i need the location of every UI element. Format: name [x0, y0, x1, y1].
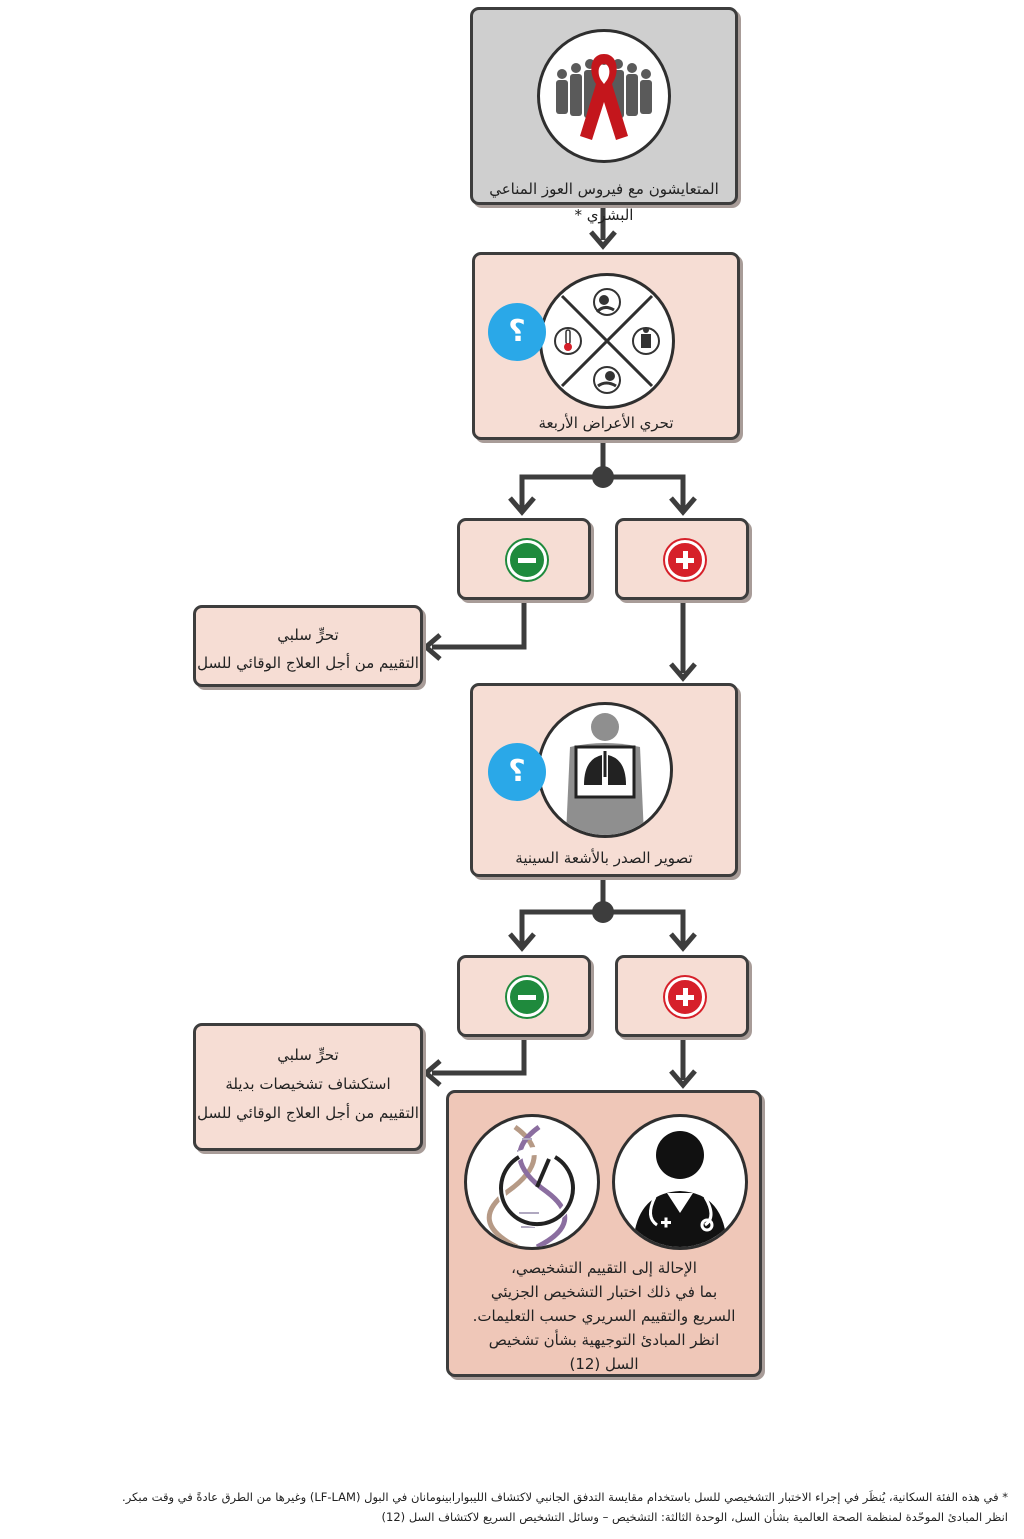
arrowhead	[669, 496, 697, 516]
negative-2-line1: تحرٍّ سلبي	[277, 1046, 339, 1064]
negative-2-line2: استكشاف تشخيصات بديلة	[225, 1075, 391, 1093]
arrowhead	[422, 633, 442, 661]
hiv-population-box: المتعايشون مع فيروس العوز المناعي البشري…	[470, 7, 738, 224]
arrowhead	[508, 932, 536, 952]
negative-result-box-1	[457, 518, 591, 600]
referral-line1: الإحالة إلى التقييم التشخيصي،	[511, 1259, 697, 1277]
arrowhead	[669, 662, 697, 682]
arrowhead	[508, 496, 536, 516]
negative-screen-box-2: تحرٍّ سلبي استكشاف تشخيصات بديلة التقييم…	[193, 1023, 423, 1151]
negative-2-line3: التقييم من أجل العلاج الوقائي للسل	[197, 1104, 419, 1122]
negative-result-box-2	[457, 955, 591, 1037]
question-mark-icon: ؟	[488, 303, 546, 361]
weight-loss-icon	[632, 327, 660, 355]
plus-icon	[665, 977, 705, 1017]
negative-1-line1: تحرٍّ سلبي	[277, 626, 339, 644]
minus-icon	[507, 977, 547, 1017]
referral-line2: بما في ذلك اختبار التشخيص الجزيئي	[490, 1283, 718, 1301]
arrow-minus-to-negative-2	[432, 1037, 527, 1076]
four-symptom-screening-box: ؟ تحري الأعراض الأربعة	[472, 252, 740, 440]
arrowhead	[669, 1069, 697, 1089]
junction-dot	[592, 466, 614, 488]
arrowhead	[589, 230, 617, 250]
cough-icon	[593, 288, 621, 316]
arrowhead	[422, 1059, 442, 1087]
minus-icon	[507, 540, 547, 580]
people-red-ribbon-icon	[537, 29, 671, 163]
question-mark-icon: ؟	[488, 743, 546, 801]
diagnostic-referral-box: الإحالة إلى التقييم التشخيصي، بما في ذلك…	[446, 1090, 762, 1377]
arrow-minus-to-negative-1	[432, 600, 527, 650]
plus-icon	[665, 540, 705, 580]
dna-test-icon	[464, 1114, 600, 1250]
fever-thermometer-icon	[554, 327, 582, 355]
footnote: * في هذه الفئة السكانية، يُنظَر في إجراء…	[8, 1487, 1008, 1527]
chest-xray-box: ؟ تصوير الصدر بالأشعة السينية	[470, 683, 738, 877]
doctor-icon	[612, 1114, 748, 1250]
hiv-box-label: المتعايشون مع فيروس العوز المناعي البشري…	[489, 180, 719, 224]
footnote-line2: انظر المبادئ الموحّدة لمنظمة الصحة العال…	[381, 1510, 1008, 1524]
positive-result-box-1	[615, 518, 749, 600]
referral-line3: السريع والتقييم السريري حسب التعليمات.	[472, 1307, 736, 1325]
referral-line4: انظر المبادئ التوجيهية بشأن تشخيص	[488, 1331, 720, 1349]
negative-1-line2: التقييم من أجل العلاج الوقائي للسل	[197, 654, 419, 672]
four-symptoms-icon	[539, 273, 675, 409]
referral-line5: السل (12)	[569, 1355, 639, 1373]
positive-result-box-2	[615, 955, 749, 1037]
footnote-line1: * في هذه الفئة السكانية، يُنظَر في إجراء…	[122, 1490, 1008, 1504]
chest-xray-icon	[537, 702, 673, 838]
junction-dot	[592, 901, 614, 923]
xray-box-label: تصوير الصدر بالأشعة السينية	[515, 849, 693, 867]
night-sweats-icon	[593, 366, 621, 394]
symptom-box-label: تحري الأعراض الأربعة	[538, 414, 674, 432]
negative-screen-box-1: تحرٍّ سلبي التقييم من أجل العلاج الوقائي…	[193, 605, 423, 687]
arrowhead	[669, 932, 697, 952]
